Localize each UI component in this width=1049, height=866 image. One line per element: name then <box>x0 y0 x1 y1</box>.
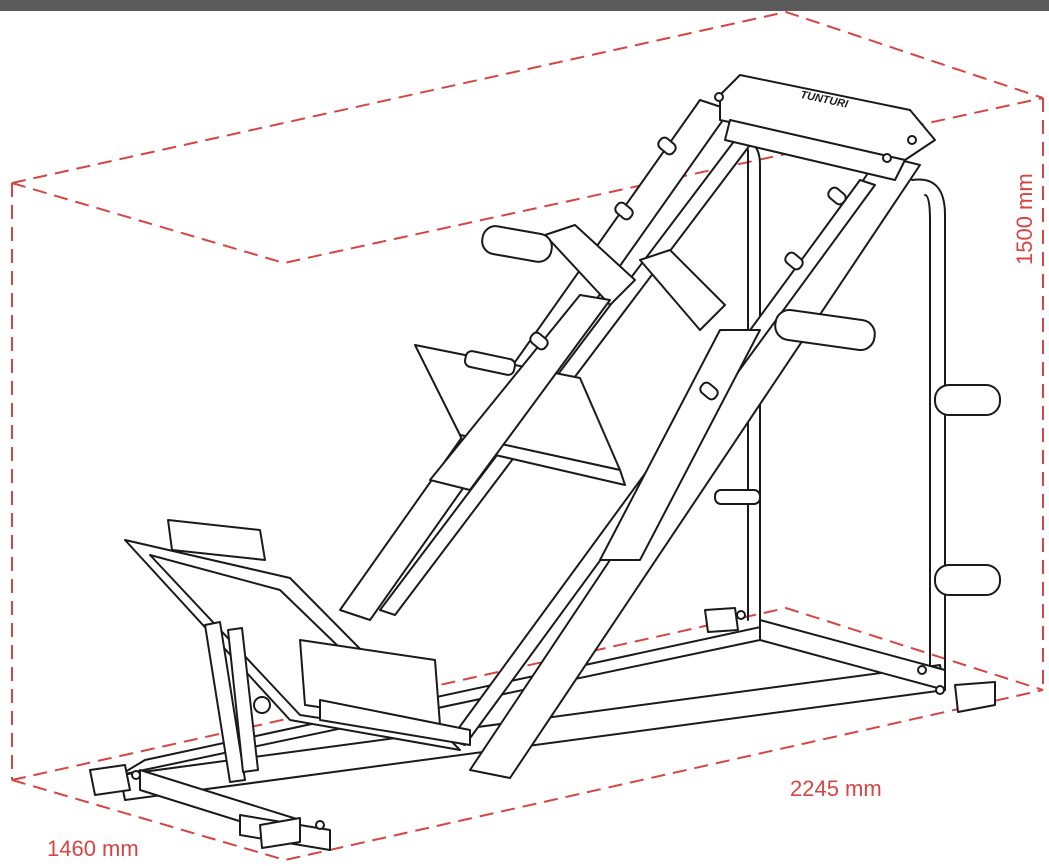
frame-peg-1 <box>657 136 677 156</box>
machine <box>89 74 1001 851</box>
bolt <box>935 685 945 695</box>
foot-left-front <box>89 764 131 796</box>
head-pad <box>167 519 266 561</box>
adjust-strut-outer <box>204 621 246 783</box>
foot-left-back <box>259 817 301 849</box>
plate-peg-lower <box>934 564 1001 596</box>
rear-hoop <box>911 178 946 671</box>
height-dimension-label: 1500 mm <box>1012 173 1037 265</box>
footplate-handle <box>463 350 517 376</box>
frame-peg-2 <box>614 201 634 221</box>
length-dimension-label: 2245 mm <box>790 776 882 801</box>
box-top-back <box>11 10 1044 184</box>
top-crossbar <box>719 74 936 161</box>
adjust-strut-inner <box>227 627 259 773</box>
foot-right-front <box>954 681 996 713</box>
frame-peg-6 <box>699 381 719 401</box>
width-dimension-label: 1460 mm <box>47 836 139 861</box>
adjust-knob <box>253 696 271 714</box>
plate-peg-upper <box>934 384 1001 416</box>
frame-peg-3 <box>784 251 804 271</box>
bolt <box>907 135 917 145</box>
top-crossbar-inner <box>724 119 906 181</box>
weight-horn-right <box>774 308 876 352</box>
frame-peg-4 <box>827 186 847 206</box>
bolt <box>714 92 724 102</box>
bolt <box>315 820 325 830</box>
bolt <box>736 610 746 620</box>
box-bottom-back <box>11 606 1044 781</box>
bolt <box>131 770 141 780</box>
bolt <box>882 153 892 163</box>
seat-rail <box>319 699 471 746</box>
foot-right-back <box>704 607 739 633</box>
box-bottom-front <box>11 689 1044 862</box>
slide-rail-left <box>429 294 611 491</box>
frame-peg-7 <box>714 489 761 505</box>
weight-horn-left <box>481 225 553 263</box>
shoulder-pad-left <box>544 224 636 306</box>
top-bar <box>0 0 1049 11</box>
frame-peg-5 <box>529 331 549 351</box>
shoulder-pad-right <box>639 249 726 331</box>
bolt <box>917 665 927 675</box>
slide-rail-right <box>599 329 761 561</box>
